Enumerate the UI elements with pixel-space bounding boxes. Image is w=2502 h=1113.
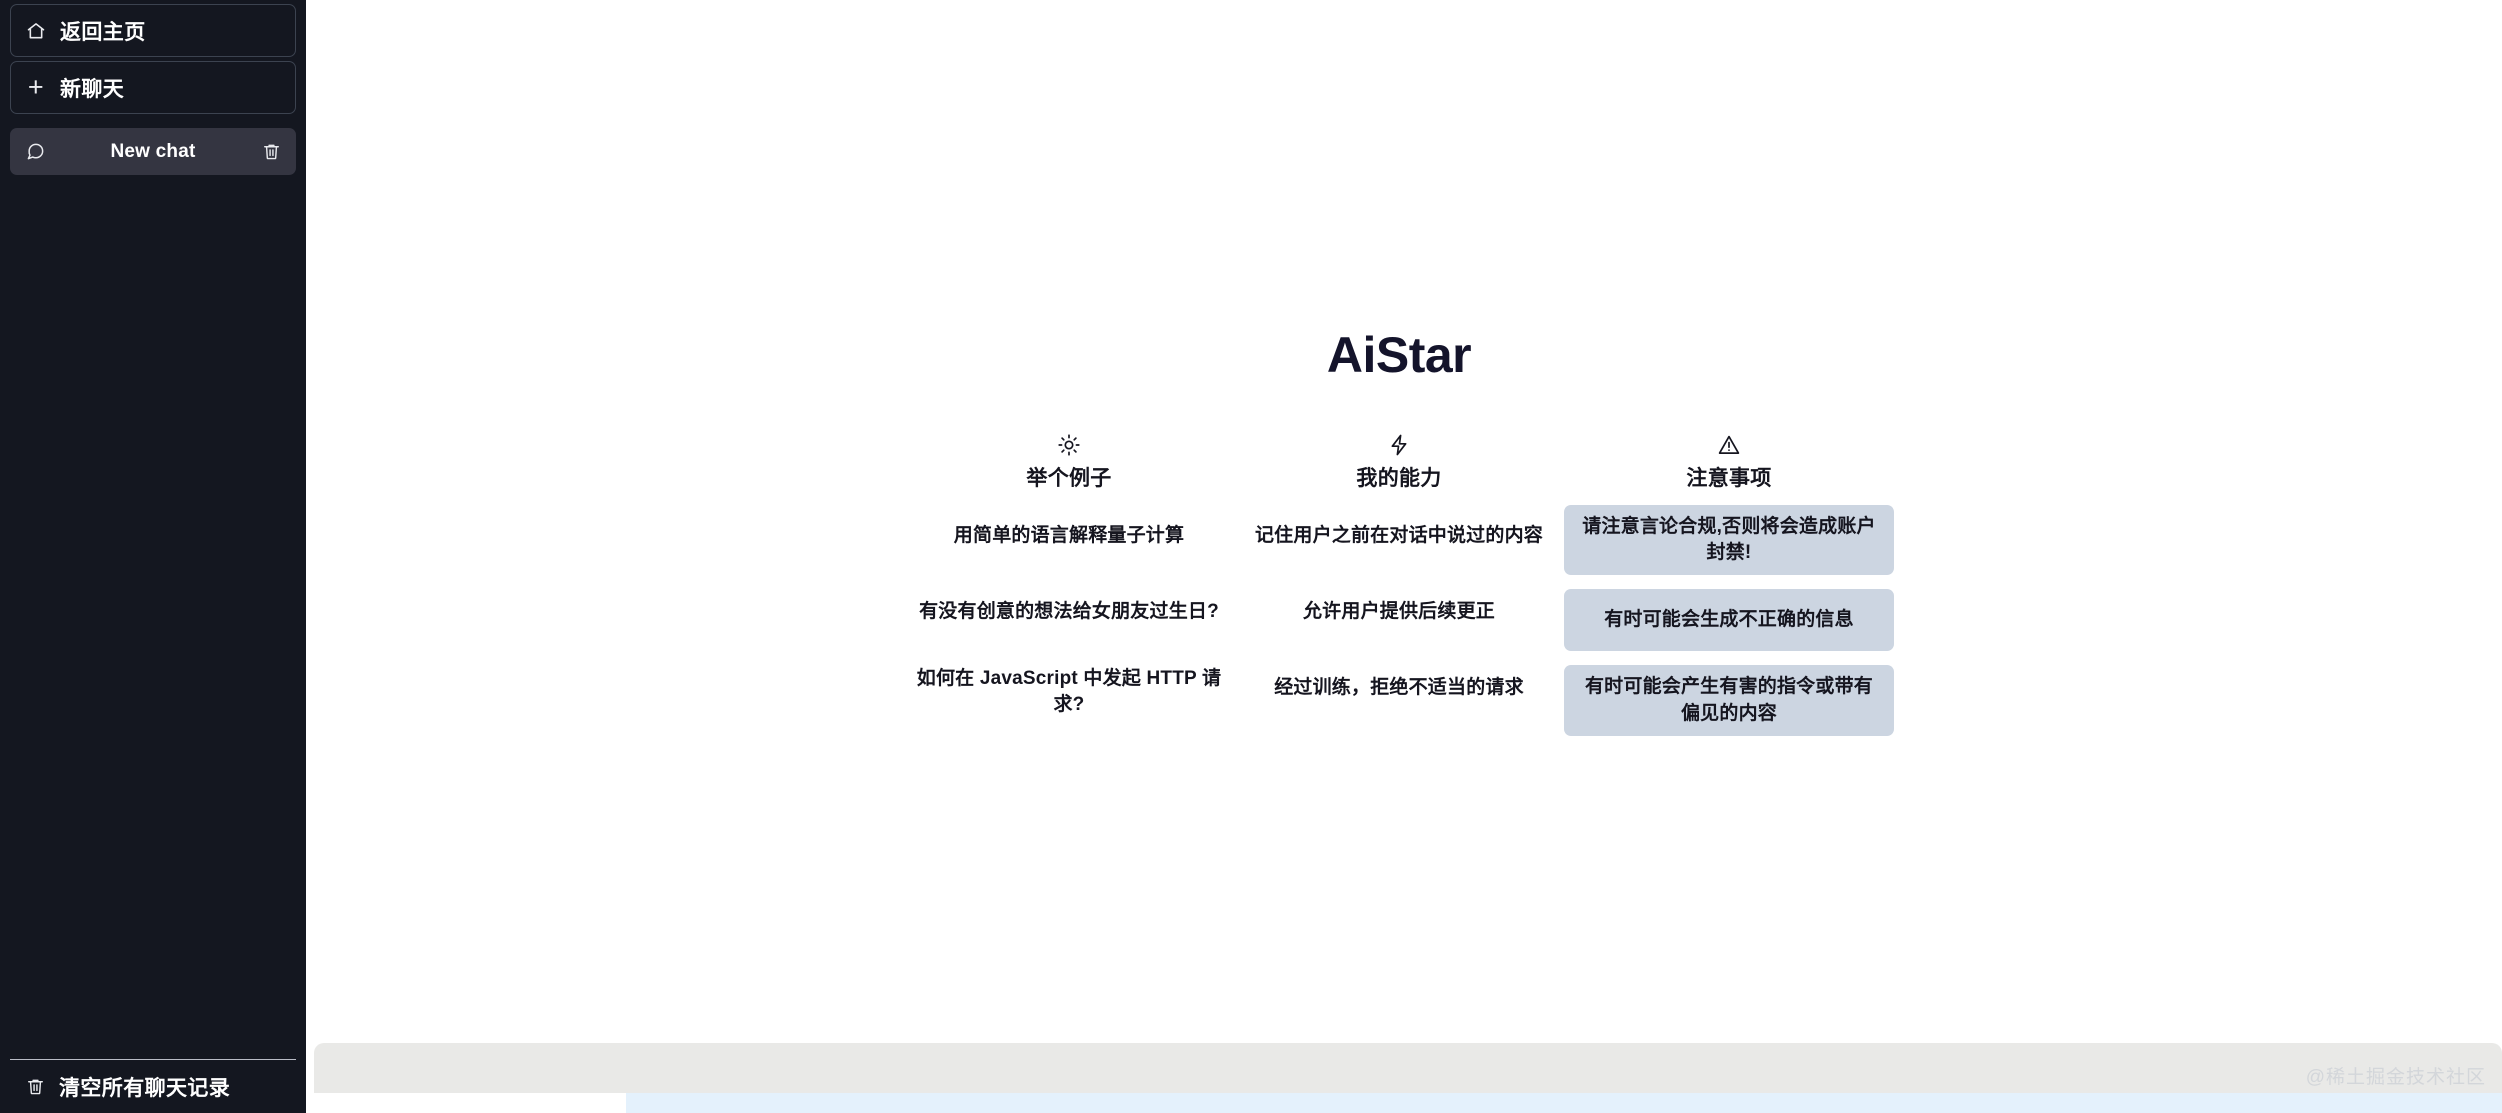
trash-icon <box>24 1076 46 1098</box>
lightning-bolt-icon <box>1387 433 1411 457</box>
suggestion-item[interactable]: 如何在 JavaScript 中发起 HTTP 请求? <box>916 668 1222 716</box>
suggestion-item[interactable]: 记住用户之前在对话中说过的内容 <box>1254 524 1543 546</box>
trash-icon[interactable] <box>260 141 282 163</box>
new-chat-button[interactable]: + 新聊天 <box>10 61 296 114</box>
warning-triangle-icon <box>1717 433 1741 457</box>
column-title: 注意事项 <box>1686 467 1772 490</box>
notice-item[interactable]: 有时可能会产生有害的指令或带有偏见的内容 <box>1564 665 1894 736</box>
column-items: 用简单的语言解释量子计算 有没有创意的想法给女朋友过生日? 如何在 JavaSc… <box>904 505 1234 727</box>
plus-icon: + <box>27 72 45 102</box>
clear-all-conversations-button[interactable]: 清空所有聊天记录 <box>10 1060 296 1113</box>
sidebar: 返回主页 + 新聊天 New chat <box>0 0 306 1113</box>
notice-item[interactable]: 请注意言论合规,否则将会造成账户封禁! <box>1564 505 1894 576</box>
notice-item[interactable]: 有时可能会生成不正确的信息 <box>1564 589 1894 652</box>
column-title: 举个例子 <box>1026 467 1112 490</box>
back-to-home-button[interactable]: 返回主页 <box>10 4 296 57</box>
new-chat-label: 新聊天 <box>60 77 125 101</box>
watermark: @稀土掘金技术社区 <box>2305 1067 2486 1088</box>
suggestion-item[interactable]: 经过训练，拒绝不适当的请求 <box>1274 676 1524 698</box>
main-content: AiStar 举个例子 用简单的语言解释量子计算 有没有创意的想法给女朋友过生日… <box>306 0 2502 1113</box>
chat-bubble-icon <box>24 141 46 163</box>
sidebar-divider <box>10 1059 296 1060</box>
composer-area[interactable] <box>314 1043 2502 1093</box>
bottom-strip <box>306 1093 2502 1113</box>
list-item[interactable]: New chat <box>10 128 296 175</box>
clear-all-label: 清空所有聊天记录 <box>59 1076 231 1100</box>
back-to-home-label: 返回主页 <box>60 20 146 44</box>
conversation-title: New chat <box>110 140 196 162</box>
suggestion-columns: 举个例子 用简单的语言解释量子计算 有没有创意的想法给女朋友过生日? 如何在 J… <box>904 433 1894 736</box>
page-title: AiStar <box>1326 327 1472 383</box>
sun-icon <box>1057 433 1081 457</box>
conversation-list: New chat <box>0 128 306 175</box>
sidebar-spacer <box>0 175 306 1059</box>
column-items: 记住用户之前在对话中说过的内容 允许用户提供后续更正 经过训练，拒绝不适当的请求 <box>1234 505 1564 719</box>
column-limitations: 注意事项 请注意言论合规,否则将会造成账户封禁! 有时可能会生成不正确的信息 有… <box>1564 433 1894 736</box>
home-icon <box>25 20 47 42</box>
suggestion-item[interactable]: 有没有创意的想法给女朋友过生日? <box>919 600 1219 622</box>
suggestion-item[interactable]: 用简单的语言解释量子计算 <box>953 524 1185 546</box>
suggestion-item[interactable]: 允许用户提供后续更正 <box>1302 600 1495 622</box>
column-title: 我的能力 <box>1356 467 1442 490</box>
column-examples: 举个例子 用简单的语言解释量子计算 有没有创意的想法给女朋友过生日? 如何在 J… <box>904 433 1234 736</box>
welcome-panel: AiStar 举个例子 用简单的语言解释量子计算 有没有创意的想法给女朋友过生日… <box>306 0 2502 736</box>
column-capabilities: 我的能力 记住用户之前在对话中说过的内容 允许用户提供后续更正 经过训练，拒绝不… <box>1234 433 1564 736</box>
column-items: 请注意言论合规,否则将会造成账户封禁! 有时可能会生成不正确的信息 有时可能会产… <box>1564 505 1894 736</box>
bottom-strip-left-gap <box>306 1093 626 1113</box>
